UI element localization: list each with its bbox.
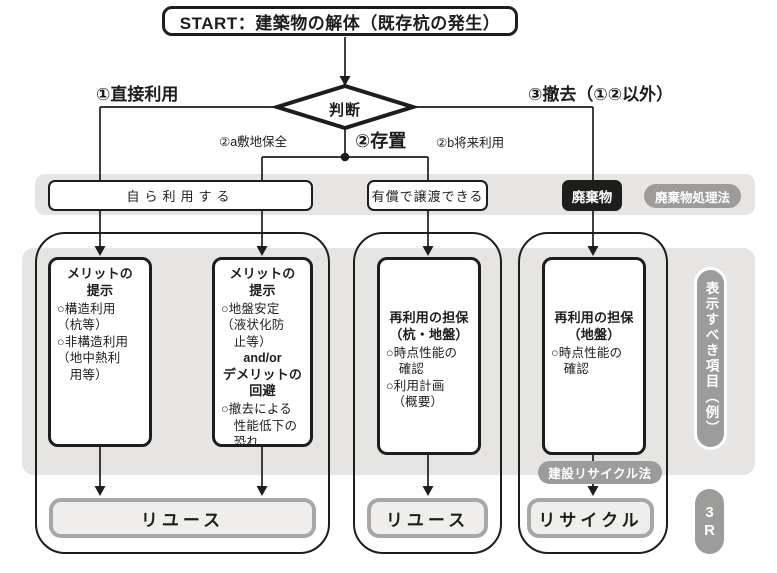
reuse-outcome-left: リユース: [49, 498, 316, 538]
column4-header: 再利用の担保 （地盤）: [554, 310, 634, 342]
branch3-label: ③撤去（①②以外）: [528, 85, 674, 104]
column2-header2: デメリットの 回避: [222, 366, 303, 399]
column-ground-merit-box: メリットの 提示 ○地盤安定 （液状化防 止等） and/or デメリットの 回…: [212, 257, 313, 447]
construction-recycle-law-badge: 建設リサイクル法: [538, 461, 662, 484]
recycle-label: リサイクル: [538, 510, 643, 530]
waste-law-badge: 廃棄物処理法: [644, 184, 741, 208]
column1-header: メリットの 提示: [66, 266, 133, 298]
column-reuse-guarantee-box: 再利用の担保 （杭・地盤） ○時点性能の 確認 ○利用計画 （概要）: [377, 257, 481, 455]
column3-header: 再利用の担保 （杭・地盤）: [389, 310, 469, 342]
decision-label: 判断: [328, 102, 361, 119]
column3-body: ○時点性能の 確認 ○利用計画 （概要）: [386, 345, 458, 410]
paid-transfer-node: 有償で譲渡できる: [367, 180, 488, 211]
waste-law-label: 廃棄物処理法: [654, 190, 730, 205]
column2-connector: and/or: [243, 351, 282, 366]
column-ground-guarantee-box: 再利用の担保 （地盤） ○時点性能の 確認: [542, 257, 646, 455]
branch1-label: ①直接利用: [96, 85, 179, 104]
column2-header: メリットの 提示: [229, 266, 296, 298]
column1-body: ○構造利用 （杭等） ○非構造利用 （地中熱利 用等）: [57, 301, 129, 382]
three-r-pill: 3 R: [695, 489, 724, 554]
group-direct-use-container: [35, 232, 330, 554]
start-label: START：建築物の解体（既存杭の発生）: [179, 13, 501, 33]
reuse-mid-label: リユース: [385, 510, 470, 530]
waste-node: 廃棄物: [562, 180, 622, 211]
three-r-bottom: R: [704, 521, 715, 539]
branch2-label: ②存置: [355, 131, 407, 151]
waste-label: 廃棄物: [571, 189, 613, 205]
start-node: START：建築物の解体（既存杭の発生）: [162, 6, 518, 36]
branch2b-label: ②b将来利用: [436, 136, 505, 150]
column-structural-merit-box: メリットの 提示 ○構造利用 （杭等） ○非構造利用 （地中熱利 用等）: [48, 257, 152, 447]
junction-dot: [340, 152, 350, 162]
self-use-node: 自ら利用する: [48, 180, 313, 211]
construction-recycle-law-label: 建設リサイクル法: [548, 467, 652, 481]
branch2a-label: ②a敷地保全: [219, 135, 288, 149]
reuse-outcome-mid: リユース: [367, 498, 488, 538]
recycle-outcome: リサイクル: [527, 498, 654, 538]
column2-body: ○地盤安定 （液状化防 止等）: [221, 301, 285, 349]
three-r-top: 3: [705, 504, 714, 522]
reuse-left-label: リユース: [140, 510, 225, 530]
column2-body2: ○撤去による 性能低下の 恐れ: [221, 402, 298, 447]
paid-transfer-label: 有償で譲渡できる: [371, 189, 484, 204]
display-items-label: 表示すべき項目（例）: [703, 281, 719, 436]
self-use-label: 自ら利用する: [126, 189, 235, 204]
display-items-pill: 表示すべき項目（例）: [694, 267, 727, 450]
column4-body: ○時点性能の 確認: [551, 345, 623, 377]
